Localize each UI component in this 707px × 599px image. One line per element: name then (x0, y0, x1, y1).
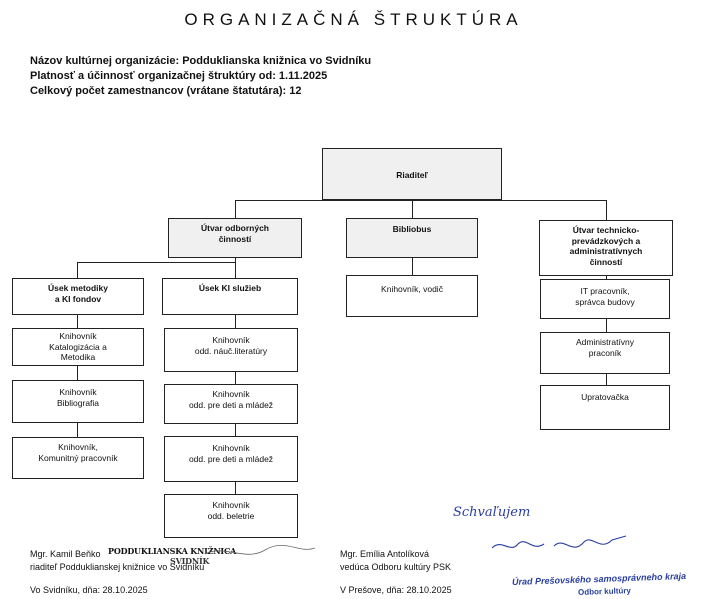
tech-staff-admin-line-2: praconík (588, 347, 622, 358)
left-stamp-line-1: PODDUKLIANSKA KNIŽNICA (108, 546, 237, 556)
left-signature-role: riaditeľ Podduklianskej knižnice vo Svid… (30, 562, 205, 572)
dept-professional-line-1: Útvar odborných (200, 223, 269, 233)
services-staff-box-4: Knihovník odd. beletrie (164, 494, 298, 538)
methodics-staff-1-line-3: Metodika (60, 352, 96, 363)
director-box: Riaditeľ (322, 148, 502, 200)
page-title: ORGANIZAČNÁ ŠTRUKTÚRA (184, 10, 523, 29)
methodics-staff-1-line-2: Katalogizácia a (49, 341, 107, 352)
services-staff-box-2: Knihovník odd. pre deti a mládež (164, 384, 298, 424)
dept-technical-box: Útvar technicko- prevádzkových a adminis… (539, 220, 673, 276)
right-stamp-line-1: Úrad Prešovského samosprávneho kraja (511, 570, 687, 588)
services-staff-box-3: Knihovník odd. pre deti a mládež (164, 436, 298, 482)
left-stamp-line-2: SVIDNÍK (170, 556, 210, 566)
right-stamp-line-2: Odbor kultúry (577, 586, 632, 597)
services-staff-2-line-2: odd. pre deti a mládež (188, 399, 274, 410)
methodics-staff-box-1: Knihovník Katalogizácia a Metodika (12, 328, 144, 366)
methodics-staff-3-line-2: Komunitný pracovník (38, 452, 118, 463)
org-name-line: Názov kultúrnej organizácie: Podduklians… (30, 55, 372, 67)
tech-staff-cleaner-line-1: Upratovačka (581, 392, 629, 402)
dept-technical-line-2: prevádzkových a (571, 235, 641, 246)
tech-staff-it-line-1: IT pracovník, (580, 286, 630, 296)
methodics-staff-3-line-1: Knihovník, (58, 442, 98, 452)
services-staff-1-line-2: odd. náuč.literatúry (194, 345, 268, 356)
services-staff-box-1: Knihovník odd. náuč.literatúry (164, 328, 298, 372)
dept-professional-box: Útvar odborných činností (168, 218, 302, 258)
methodics-staff-1-line-1: Knihovník (59, 331, 97, 341)
methodics-staff-2-line-2: Bibliografia (56, 397, 100, 408)
methodics-staff-box-3: Knihovník, Komunitný pracovník (12, 437, 144, 479)
section-methodics-line-1: Úsek metodiky (48, 283, 108, 293)
tech-staff-it-line-2: správca budovy (575, 296, 635, 307)
services-staff-4-line-2: odd. beletrie (207, 510, 255, 521)
tech-staff-admin-line-1: Administratívny (575, 337, 635, 347)
section-services-box: Úsek KI služieb (162, 278, 298, 315)
dept-technical-line-1: Útvar technicko- (572, 225, 640, 235)
dept-technical-line-4: činností (589, 256, 623, 267)
left-signature-name: Mgr. Kamil Beňko (30, 549, 101, 559)
approval-handwriting: Schvaľujem (453, 505, 531, 520)
bibliobus-staff-box: Knihovník, vodič (346, 275, 478, 317)
right-signature-scribble (491, 535, 627, 549)
validity-line: Platnosť a účinnosť organizačnej štruktú… (30, 70, 328, 82)
methodics-staff-2-line-1: Knihovník (59, 387, 97, 397)
tech-staff-cleaner-box: Upratovačka (540, 385, 670, 430)
bibliobus-staff-label: Knihovník, vodič (381, 284, 443, 294)
left-date: Vo Svidníku, dňa: 28.10.2025 (30, 585, 148, 595)
dept-bibliobus-box: Bibliobus (346, 218, 478, 258)
dept-professional-line-2: činností (218, 233, 252, 244)
tech-staff-it-box: IT pracovník, správca budovy (540, 279, 670, 319)
employee-count-line: Celkový počet zamestnancov (vrátane štat… (30, 85, 302, 97)
right-signature-role: vedúca Odboru kultúry PSK (340, 562, 452, 572)
right-signature-name: Mgr. Emília Antolíková (340, 549, 430, 559)
section-methodics-box: Úsek metodiky a KI fondov (12, 278, 144, 315)
director-label: Riaditeľ (396, 170, 428, 180)
left-signature-scribble (204, 545, 316, 555)
tech-staff-admin-box: Administratívny praconík (540, 332, 670, 374)
services-staff-4-line-1: Knihovník (212, 500, 250, 510)
services-staff-3-line-2: odd. pre deti a mládež (188, 453, 274, 464)
services-staff-2-line-1: Knihovník (212, 389, 250, 399)
dept-bibliobus-label: Bibliobus (392, 224, 432, 234)
right-date: V Prešove, dňa: 28.10.2025 (340, 585, 452, 595)
section-services-label: Úsek KI služieb (198, 283, 262, 293)
dept-technical-line-3: administratívnych (569, 246, 643, 257)
services-staff-3-line-1: Knihovník (212, 443, 250, 453)
methodics-staff-box-2: Knihovník Bibliografia (12, 380, 144, 423)
section-methodics-line-2: a KI fondov (54, 293, 102, 304)
services-staff-1-line-1: Knihovník (212, 335, 250, 345)
